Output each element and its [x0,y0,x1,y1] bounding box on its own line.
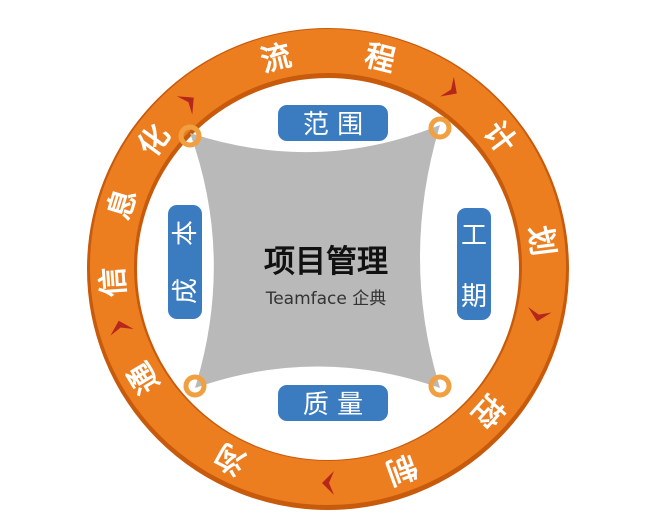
schedule-label-2: 期 [461,282,487,312]
ring-labels: 流程计划控制沟通信息化 [96,38,561,490]
chevron-icon [528,307,552,322]
chevrons [110,76,552,495]
ring-char-xinxihua: 信 [96,266,133,298]
anchor-ring [183,374,207,398]
anchor-ring [428,374,452,398]
anchor-rings [178,116,452,398]
quality-pill [278,385,388,421]
chevron-icon [176,96,194,115]
chevron-icon [110,320,134,336]
anchor-ring [428,116,452,140]
chevron-icon [322,471,334,495]
chevron-icon [440,76,457,97]
cost-label-1: 成 [171,278,201,304]
cost-pill [168,205,202,319]
quality-label: 质 量 [303,390,363,420]
anchor-ring [178,124,202,148]
center-title: 项目管理 [264,244,388,280]
schedule-pill [457,208,491,320]
cost-label-2: 本 [171,220,201,246]
cost-label-group: 成 本 [171,220,201,304]
ring-char-jihua: 划 [522,224,560,258]
center-subtitle: Teamface 企典 [265,289,387,309]
center-canopy [190,125,440,388]
scope-label: 范 围 [303,110,363,140]
schedule-label-1: 工 [461,221,487,251]
scope-pill [278,105,388,141]
